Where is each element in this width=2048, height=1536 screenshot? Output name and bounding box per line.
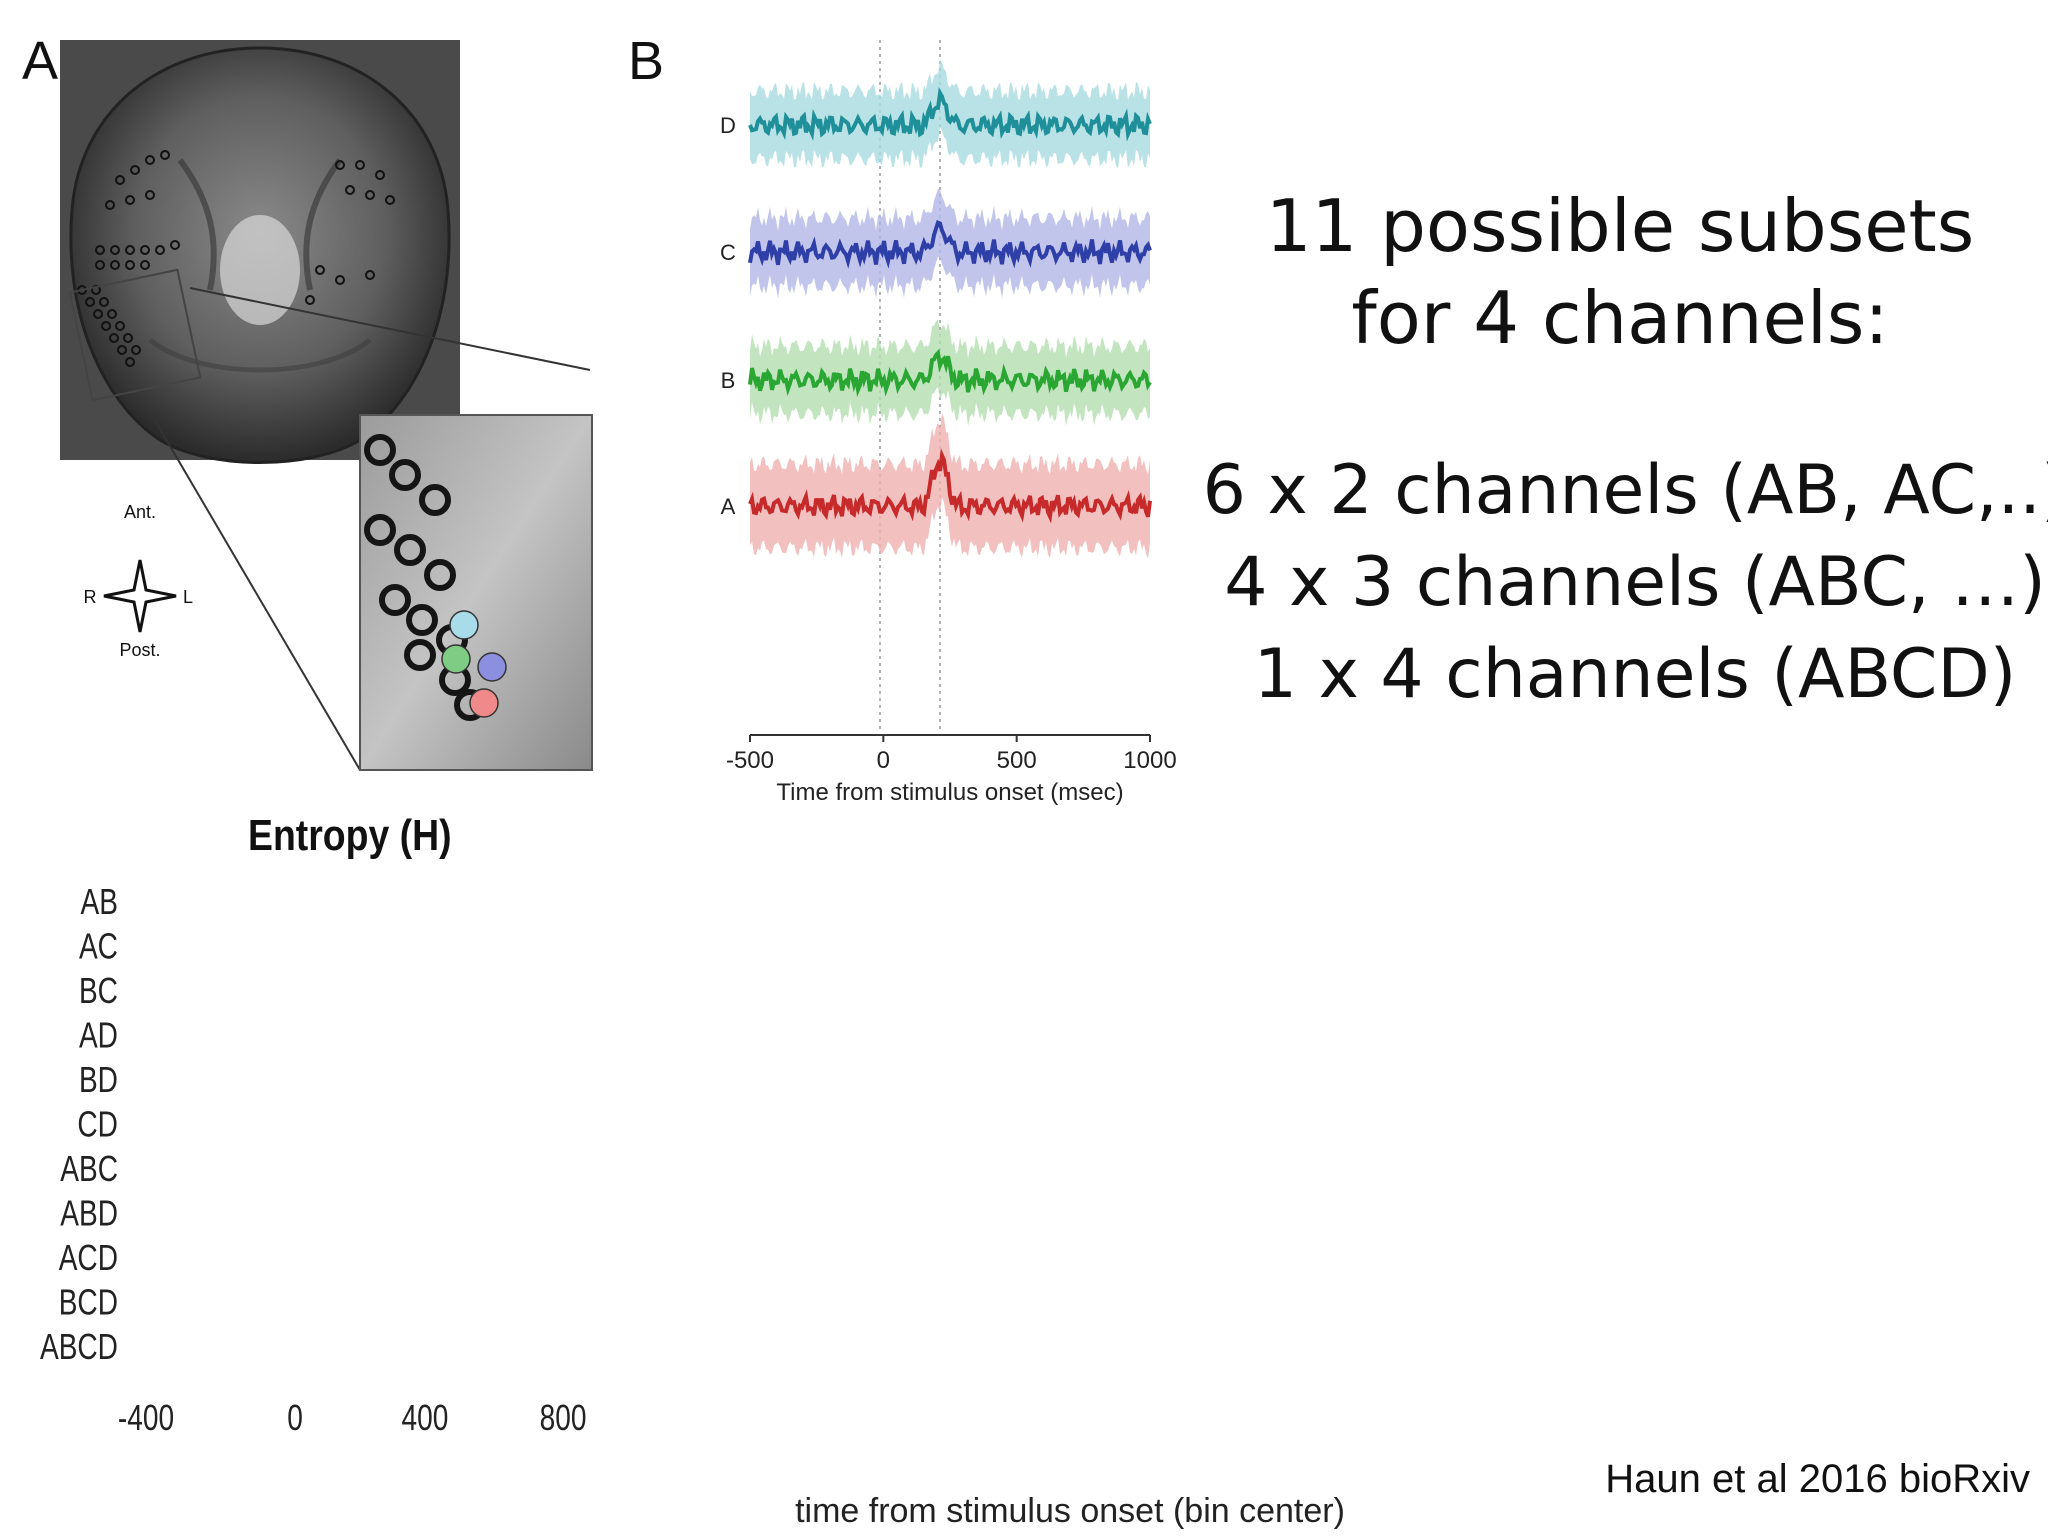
erp-trace-d <box>748 86 1152 142</box>
erp-channel-label-c: C <box>720 240 736 265</box>
compass-ant-label: Ant. <box>124 502 156 522</box>
heatmap-row-label: BC <box>79 971 118 1011</box>
heatmap-x-axis-label: time from stimulus onset (bin center) <box>795 1492 1345 1530</box>
erp-trace-c <box>748 220 1152 269</box>
heatmap-x-tick-label: 800 <box>540 1398 587 1438</box>
subsets-heading: 11 possible subsets for 4 channels: <box>1180 180 2048 364</box>
compass-r-label: R <box>84 587 97 607</box>
subsets-list: 6 x 2 channels (AB, AC,..) 4 x 3 channel… <box>1195 445 2048 721</box>
erp-channel-label-a: A <box>721 494 736 519</box>
heatmap-row-label: AB <box>81 882 118 922</box>
orientation-compass: Ant. Post. R L <box>84 502 194 660</box>
brain-mri-figure: Ant. Post. R L <box>60 40 593 771</box>
erp-band-c <box>750 188 1150 299</box>
electrode-a-marker <box>469 688 499 718</box>
erp-trace-a <box>748 448 1152 524</box>
erp-trace-b <box>748 348 1152 398</box>
heatmap-x-tick-label: 400 <box>402 1398 449 1438</box>
citation: Haun et al 2016 bioRxiv <box>1605 1457 2030 1501</box>
electrode-grid <box>77 150 395 367</box>
subset-item-quad: 1 x 4 channels (ABCD) <box>1253 635 2017 714</box>
subset-item-triples: 4 x 3 channels (ABC, …) <box>1224 543 2046 622</box>
erp-x-tick-label: 0 <box>877 747 890 774</box>
compass-l-label: L <box>183 587 193 607</box>
electrode-c-marker <box>477 652 507 682</box>
heatmap-x-tick-label: 0 <box>287 1398 303 1438</box>
subsets-heading-line-2: for 4 channels: <box>1351 276 1889 360</box>
heatmap-row-label: AD <box>79 1015 118 1055</box>
zoom-selection-box <box>68 268 202 402</box>
heatmap-row-label: ACD <box>59 1238 118 1278</box>
compass-post-label: Post. <box>119 640 160 660</box>
zoom-connector-top <box>189 287 591 371</box>
subsets-heading-line-1: 11 possible subsets <box>1265 184 1975 268</box>
heatmap-row-label: CD <box>77 1104 118 1144</box>
electrode-b-marker <box>441 644 471 674</box>
erp-traces-figure: D C B A -500 0 500 1000 Time from stimulus ons… <box>720 40 1177 806</box>
erp-channel-label-d: D <box>720 113 736 138</box>
erp-band-d <box>750 59 1150 169</box>
heatmap-row-label: BCD <box>59 1282 118 1322</box>
heatmap-row-label: ABCD <box>40 1327 118 1367</box>
erp-x-tick-label: -500 <box>726 747 774 774</box>
electrode-d-marker <box>449 610 479 640</box>
heatmap-row-label: BD <box>79 1060 118 1100</box>
panel-label-a: A <box>22 31 59 91</box>
panel-label-b: B <box>628 31 665 91</box>
erp-x-tick-label: 500 <box>997 747 1037 774</box>
heatmap-row-label: ABC <box>60 1149 118 1189</box>
erp-x-axis-label: Time from stimulus onset (msec) <box>776 779 1123 806</box>
heatmap-row-label: AC <box>79 926 118 966</box>
heatmap-title: Entropy (H) <box>248 810 452 860</box>
subset-item-pairs: 6 x 2 channels (AB, AC,..) <box>1202 451 2048 530</box>
heatmap-x-tick-label: -400 <box>118 1398 174 1438</box>
zoom-connector-bottom <box>149 411 361 771</box>
erp-x-tick-label: 1000 <box>1123 747 1176 774</box>
heatmap-row-label: ABD <box>60 1193 118 1233</box>
erp-channel-label-b: B <box>721 368 736 393</box>
